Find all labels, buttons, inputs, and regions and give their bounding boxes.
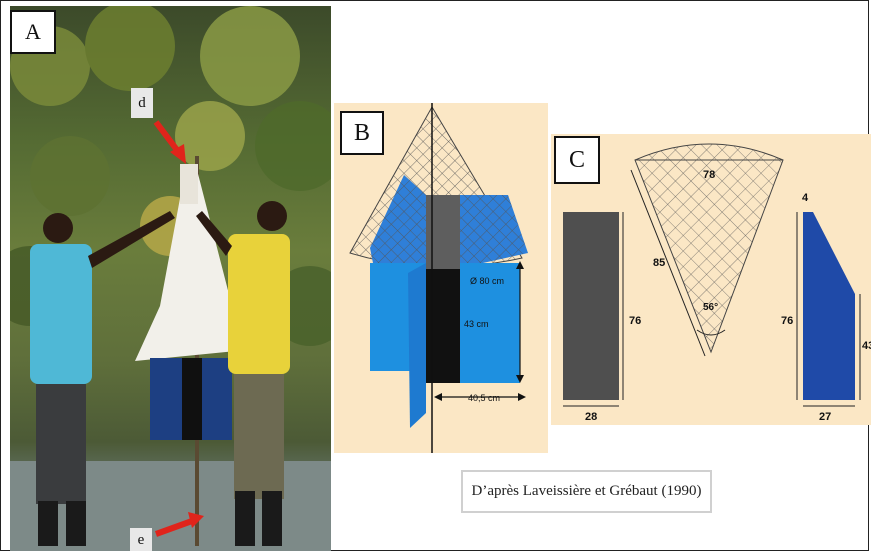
diameter-label: Ø 80 cm [470, 276, 504, 286]
panel-b-trap-diagram: Ø 80 cm 43 cm 40,5 cm B [334, 103, 548, 453]
trapezoid-blue-piece [803, 212, 855, 400]
trap-top-label: 4 [802, 192, 809, 204]
trap-net [135, 166, 236, 361]
cone-angle-label: 56° [703, 302, 718, 313]
trap-photo-illustration [10, 6, 331, 551]
panel-a-photo: A d e [10, 6, 331, 551]
arrow-d-icon [153, 120, 186, 164]
person-left [30, 211, 175, 546]
rect-grey-piece [563, 212, 619, 400]
arrow-e-icon [154, 512, 204, 537]
trap-schematic: Ø 80 cm 43 cm 40,5 cm [349, 103, 528, 453]
rect-width-label: 28 [585, 411, 597, 423]
person-right [196, 201, 290, 546]
lower-cloth-right [460, 263, 520, 383]
black-cloth-panel [426, 269, 460, 383]
trap-cloth-black [182, 358, 202, 440]
panel-c-cutting-pattern: 76 28 78 85 56° 4 76 43 27 C [551, 134, 871, 425]
cone-side-label: 85 [653, 257, 665, 269]
trap-right-label: 43 [862, 340, 871, 352]
grey-cloth-panel [426, 195, 460, 269]
citation-box: D’après Laveissière et Grébaut (1990) [461, 470, 712, 513]
pattern-schematic: 76 28 78 85 56° 4 76 43 27 [563, 143, 871, 423]
panel-c-label: C [554, 136, 600, 184]
side-fin [408, 263, 426, 428]
cone-top-label: 78 [703, 169, 715, 181]
trap-cage [180, 164, 198, 204]
panel-a-label: A [10, 10, 56, 54]
arrow-e-label: e [130, 528, 152, 551]
rect-height-label: 76 [629, 315, 641, 327]
height-label: 43 cm [464, 319, 489, 329]
width-label: 40,5 cm [468, 393, 500, 403]
arrow-d-label: d [131, 88, 153, 118]
trap-left-label: 76 [781, 315, 793, 327]
panel-b-label: B [340, 111, 384, 155]
trap-bottom-label: 27 [819, 411, 831, 423]
